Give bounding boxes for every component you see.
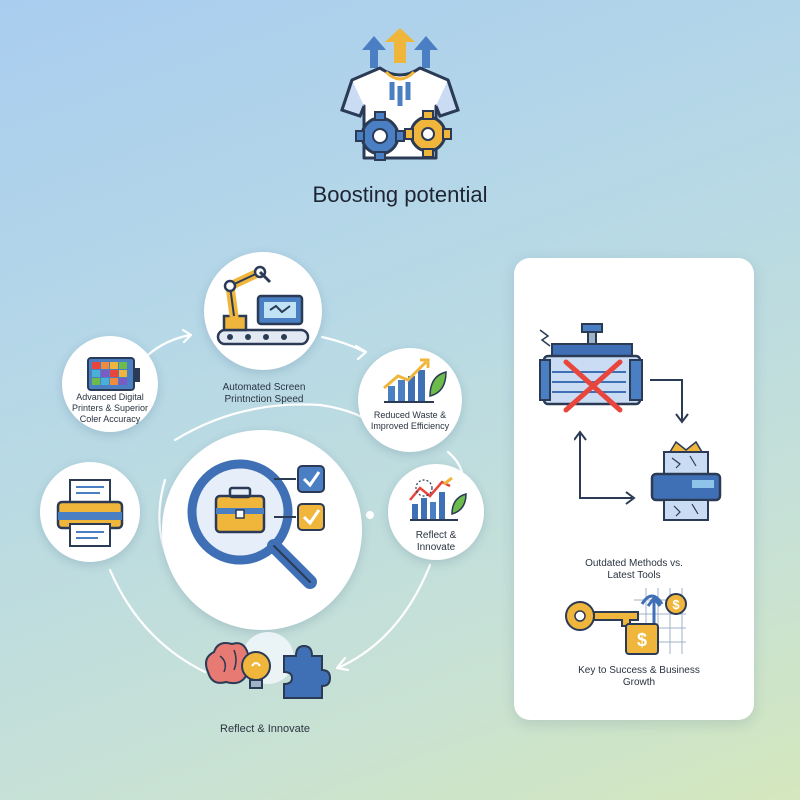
automation-label: Automated Screen Printnction Speed (222, 382, 306, 405)
lightbulb-icon (241, 651, 271, 689)
modern-printer-icon (650, 440, 722, 521)
page-title: Boosting potential (312, 182, 488, 207)
trend-chart-icon (409, 476, 467, 521)
printer-node (40, 462, 140, 562)
boosting-shirt-gear-icon (330, 28, 470, 168)
digital-printer-label: Advanced Digital Printers & Superior Col… (71, 392, 149, 424)
innovate-label: Reflect & Innovate (220, 723, 310, 735)
reduced-waste-node: Reduced Waste & Improved Efficiency (358, 348, 462, 452)
flow-arrows (574, 379, 689, 505)
key-success-icon: $ $ (565, 588, 687, 655)
svg-text:$: $ (637, 630, 647, 650)
automation-node (204, 252, 322, 370)
color-printer-icon (87, 357, 140, 391)
growth-chart-leaf-icon (383, 358, 447, 403)
reduced-waste-label: Reduced Waste & Improved Efficiency (370, 410, 450, 431)
comparison-panel: Outdated Methods vs. Latest Tools $ $ Ke… (514, 258, 754, 720)
printer-icon (56, 479, 124, 547)
reflect-chart-label: Reflect & Innovate (415, 530, 457, 553)
comparison-label: Outdated Methods vs. Latest Tools (585, 558, 683, 581)
magnifier-briefcase-icon (187, 459, 325, 589)
success-label: Key to Success & Business Growth (578, 665, 700, 688)
analysis-hub (162, 430, 362, 630)
digital-printer-node: Advanced Digital Printers & Superior Col… (62, 336, 158, 432)
puzzle-icon (283, 644, 332, 699)
outdated-press-icon (539, 323, 643, 413)
robot-arm-icon (216, 265, 310, 346)
svg-text:$: $ (672, 597, 680, 612)
reflect-chart-node: Reflect & Innovate (388, 464, 484, 560)
brain-icon (205, 642, 253, 685)
innovate-node (198, 628, 338, 708)
